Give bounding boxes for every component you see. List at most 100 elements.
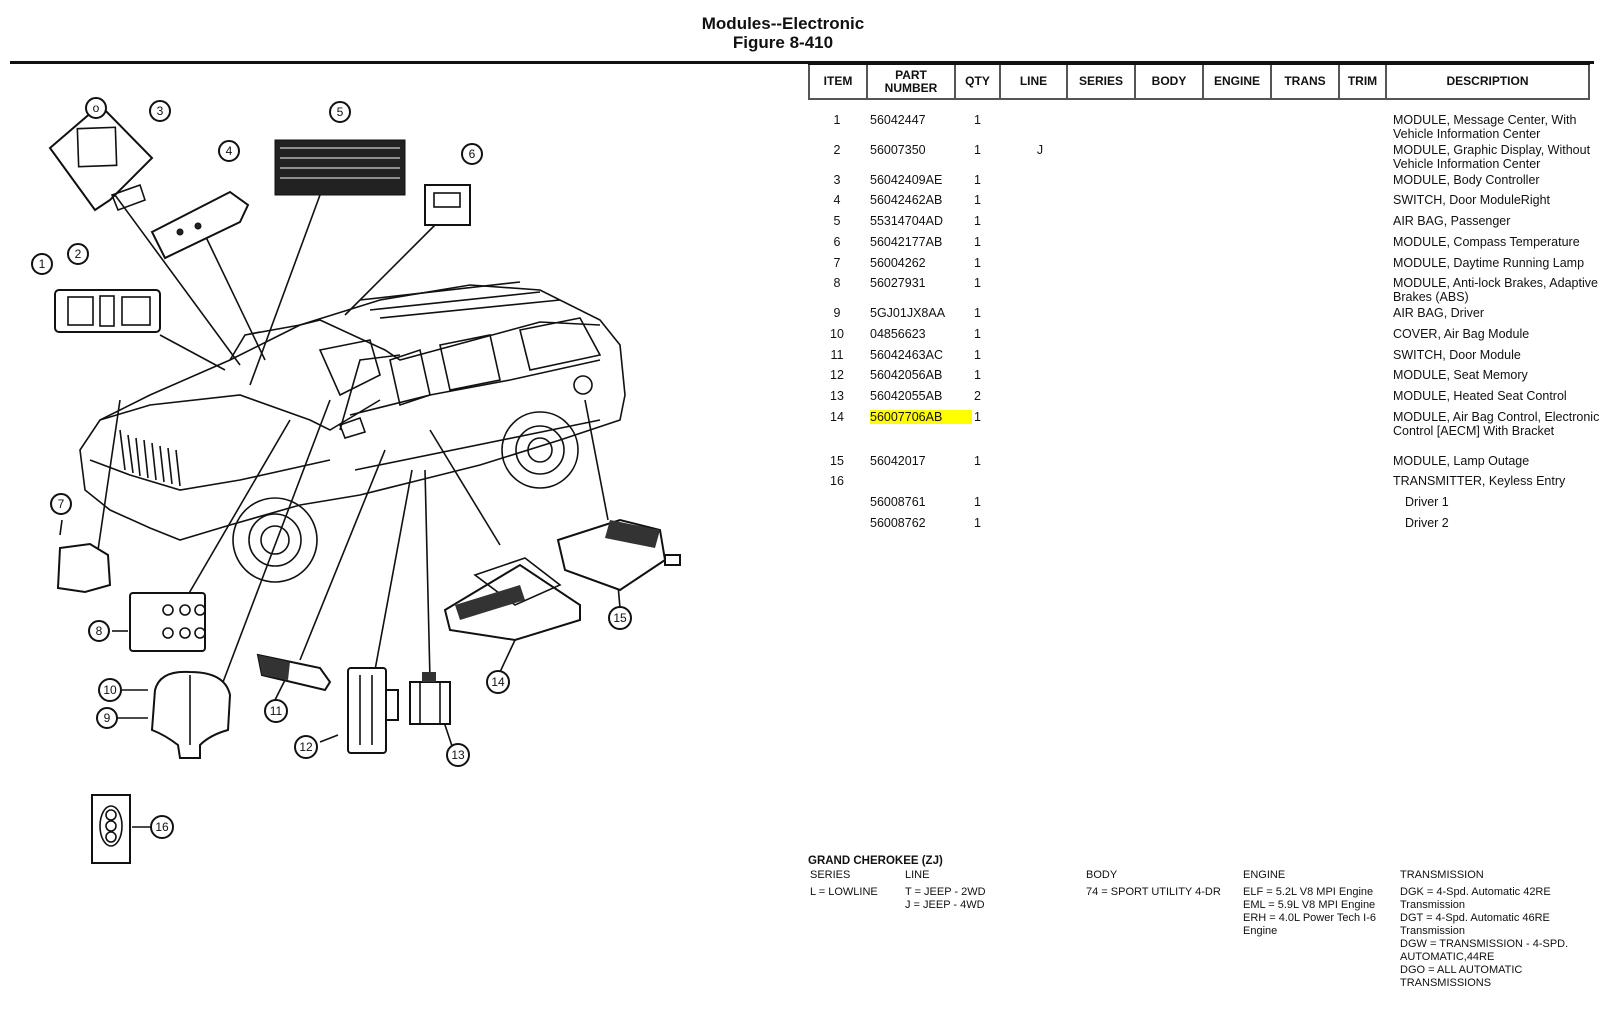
header-rule	[10, 61, 1594, 64]
part-12-seat-memory	[347, 667, 399, 754]
legend-series: SERIES L = LOWLINE	[810, 869, 878, 899]
qty-cell: 1	[974, 306, 981, 320]
part-number-cell: 04856623	[870, 327, 926, 341]
item-cell: 8	[833, 276, 841, 290]
callout-1[interactable]: 1	[31, 253, 53, 275]
legend-line: LINE T = JEEP - 2WD J = JEEP - 4WD	[905, 869, 986, 912]
callout-5[interactable]: 5	[329, 101, 351, 123]
qty-cell: 1	[974, 327, 981, 341]
description-cell: MODULE, Heated Seat Control	[1393, 389, 1567, 403]
legend-model: GRAND CHEROKEE (ZJ)	[808, 855, 943, 867]
description-cell: SWITCH, Door ModuleRight	[1393, 193, 1550, 207]
legend-engine: ENGINE ELF = 5.2L V8 MPI Engine EML = 5.…	[1243, 869, 1376, 938]
callout-6[interactable]: 6	[461, 143, 483, 165]
part-number-cell: 56042055AB	[870, 389, 943, 403]
part-15-lamp-outage	[556, 518, 681, 592]
callout-14[interactable]: 14	[486, 670, 510, 694]
part-number-cell: 56042017	[870, 454, 926, 468]
svg-text:16: 16	[155, 820, 169, 834]
item-cell: 1	[833, 113, 841, 127]
page-title: Modules--Electronic Figure 8-410	[0, 14, 1600, 52]
qty-cell: 1	[974, 348, 981, 362]
part-number-cell: 56004262	[870, 256, 926, 270]
svg-text:10: 10	[103, 683, 117, 697]
part-number-cell: 56008762	[870, 516, 926, 530]
description-cell: AIR BAG, Driver	[1393, 306, 1484, 320]
col-trans: TRANS	[1270, 65, 1338, 98]
description-cell: MODULE, Daytime Running Lamp	[1393, 256, 1585, 270]
parts-table-header: ITEM PART NUMBER QTY LINE SERIES BODY EN…	[808, 62, 1590, 100]
col-line: LINE	[999, 65, 1066, 98]
qty-cell: 1	[974, 143, 981, 157]
item-cell: 2	[833, 143, 841, 157]
figure-number: Figure 8-410	[732, 33, 834, 52]
item-cell: 9	[833, 306, 841, 320]
qty-cell: 1	[974, 256, 981, 270]
callout-16[interactable]: 16	[150, 815, 174, 839]
col-part-number: PART NUMBER	[866, 65, 954, 98]
description-cell: MODULE, Body Controller	[1393, 173, 1540, 187]
qty-cell: 1	[974, 173, 981, 187]
description-cell: MODULE, Graphic Display, Without Vehicle…	[1393, 143, 1591, 171]
part-7-drl-module	[56, 542, 112, 594]
qty-cell: 1	[974, 410, 981, 424]
callout-2[interactable]: 2	[67, 243, 89, 265]
callout-10[interactable]: 10	[98, 678, 122, 702]
description-cell: MODULE, Message Center, With Vehicle Inf…	[1393, 113, 1577, 141]
svg-text:5: 5	[337, 105, 344, 119]
callout-8[interactable]: 8	[88, 620, 110, 642]
col-engine: ENGINE	[1202, 65, 1270, 98]
description-cell: SWITCH, Door Module	[1393, 348, 1521, 362]
col-series: SERIES	[1066, 65, 1134, 98]
callout-12[interactable]: 12	[294, 735, 318, 759]
legend-series-heading: SERIES	[810, 869, 851, 881]
col-item: ITEM	[808, 65, 866, 98]
col-description: DESCRIPTION	[1385, 65, 1590, 98]
legend-body-values: 74 = SPORT UTILITY 4-DR	[1086, 886, 1221, 898]
item-cell: 7	[833, 256, 841, 270]
legend-body: BODY 74 = SPORT UTILITY 4-DR	[1086, 869, 1221, 899]
qty-cell: 1	[974, 368, 981, 382]
part-number-cell: 56008761	[870, 495, 926, 509]
part-8-abs-module	[129, 592, 206, 652]
description-cell: MODULE, Lamp Outage	[1393, 454, 1530, 468]
item-cell: 14	[830, 410, 844, 424]
item-cell: 15	[830, 454, 844, 468]
item-cell: 5	[833, 214, 841, 228]
legend-transmission: TRANSMISSION DGK = 4-Spd. Automatic 42RE…	[1400, 869, 1568, 990]
legend-line-values: T = JEEP - 2WD J = JEEP - 4WD	[905, 886, 986, 911]
callout-4[interactable]: 4	[218, 140, 240, 162]
description-cell: TRANSMITTER, Keyless Entry	[1393, 474, 1566, 488]
item-cell: 4	[833, 193, 841, 207]
col-trim: TRIM	[1338, 65, 1385, 98]
part-3-body-controller	[48, 103, 154, 212]
part-6-compass-module	[424, 184, 471, 226]
legend-engine-heading: ENGINE	[1243, 869, 1286, 881]
callout-13[interactable]: 13	[446, 743, 470, 767]
part-number-cell: 56007706AB	[870, 410, 974, 424]
callout-9[interactable]: 9	[96, 707, 118, 729]
part-5-passenger-airbag	[274, 139, 406, 196]
svg-text:15: 15	[613, 611, 627, 625]
svg-text:8: 8	[96, 624, 103, 638]
description-cell: MODULE, Seat Memory	[1393, 368, 1528, 382]
qty-cell: 1	[974, 193, 981, 207]
qty-cell: 1	[974, 276, 981, 290]
item-cell: 16	[830, 474, 844, 488]
callout-o[interactable]: o	[85, 97, 107, 119]
description-cell: MODULE, Air Bag Control, Electronic Cont…	[1393, 410, 1600, 438]
description-cell: AIR BAG, Passenger	[1393, 214, 1511, 228]
part-number-cell: 56042056AB	[870, 368, 943, 382]
item-cell: 6	[833, 235, 841, 249]
svg-text:9: 9	[104, 711, 111, 725]
item-cell: 13	[830, 389, 844, 403]
description-cell: COVER, Air Bag Module	[1393, 327, 1530, 341]
legend-body-heading: BODY	[1086, 869, 1118, 881]
svg-text:11: 11	[270, 704, 283, 718]
callout-15[interactable]: 15	[608, 606, 632, 630]
callout-11[interactable]: 11	[264, 699, 288, 723]
callout-3[interactable]: 3	[149, 100, 171, 122]
qty-cell: 1	[974, 113, 981, 127]
callout-7[interactable]: 7	[50, 493, 72, 515]
qty-cell: 1	[974, 454, 981, 468]
